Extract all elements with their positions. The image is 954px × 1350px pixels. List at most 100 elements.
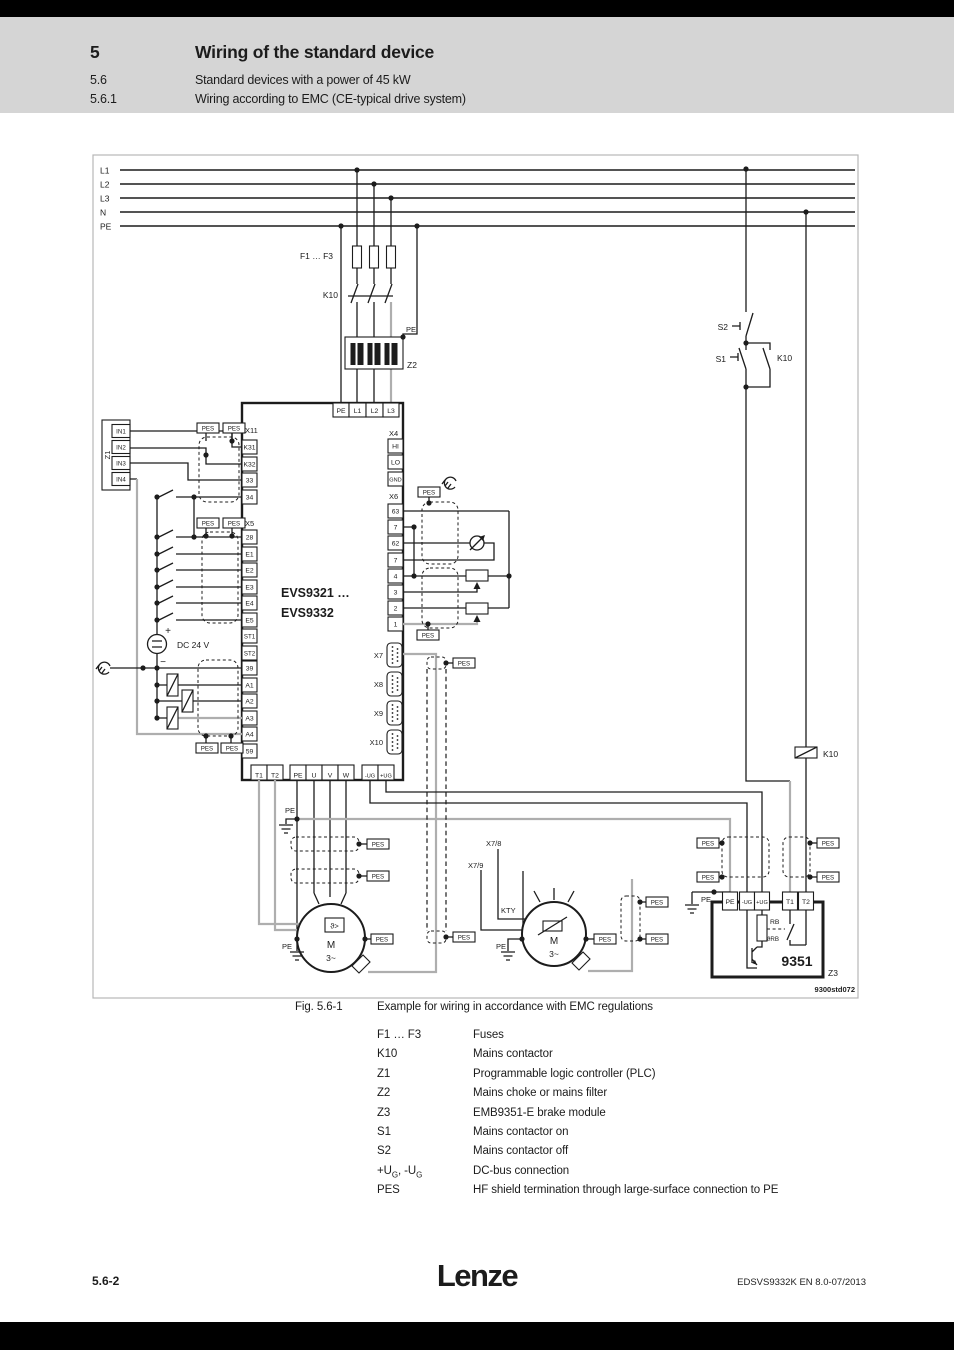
svg-text:PES: PES [822, 875, 834, 882]
plc-z1: Z1 IN1 IN2 IN3 IN4 [101, 419, 242, 736]
drive-type-line1: EVS9321 … [281, 586, 350, 600]
motor2-circuit: M 3~ X7/8 X7/9 KTY PE [468, 839, 634, 973]
subsection-title: Wiring according to EMC (CE-typical driv… [195, 92, 466, 106]
lbl-x6: X6 [389, 492, 398, 501]
lbl-x8: X8 [374, 680, 383, 689]
drawing-ref: 9300std072 [815, 985, 855, 994]
lbl-x79: X7/9 [468, 861, 483, 870]
pes-labels: PES PES PES PES PES PES PES PES PES PES … [195, 422, 840, 945]
lbl-u: U [312, 773, 317, 780]
lbl-in4: IN4 [116, 477, 126, 484]
k10-aux-label: K10 [777, 353, 792, 363]
dc-minus: − [160, 657, 166, 668]
choke-windings [350, 343, 398, 365]
lbl-w: W [343, 773, 350, 780]
contactor-label: K10 [323, 290, 338, 300]
shield-clamp-icon [95, 661, 111, 675]
z3-label: Z3 [828, 968, 838, 978]
lbl-in1: IN1 [116, 429, 126, 436]
lbl-thrb: ϑRB [767, 936, 779, 943]
section-number: 5.6 [90, 73, 107, 87]
motor1-circuit: ϑ> M 3~ PE PE [257, 652, 438, 974]
motor2-pe-label: PE [496, 942, 506, 951]
earth-icon [290, 951, 304, 961]
lbl-x4: X4 [389, 429, 398, 438]
earth-symbols [95, 476, 699, 961]
x9-connector-icon [386, 700, 403, 726]
lbl-l1: L1 [354, 408, 362, 415]
z1-label: Z1 [103, 451, 112, 460]
lbl-brake-pug: +UG [756, 900, 768, 906]
chapter-title: Wiring of the standard device [195, 42, 435, 62]
lbl-hi: HI [392, 444, 399, 451]
lbl-4: 4 [394, 574, 398, 581]
shield-clamp-icon [441, 476, 457, 490]
lbl-k31: K31 [243, 445, 255, 452]
lbl-theta1: ϑ> [330, 922, 339, 931]
bus-label-l3: L3 [100, 194, 110, 204]
lbl-a1: A1 [245, 683, 254, 690]
brake-pe-label: PE [701, 895, 711, 904]
svg-text:PES: PES [202, 426, 214, 433]
svg-text:PES: PES [202, 521, 214, 528]
motor1-3ph: 3~ [326, 953, 336, 963]
earth-icon [685, 904, 699, 914]
svg-text:PES: PES [422, 633, 434, 640]
lbl-7a: 7 [394, 525, 398, 532]
section-title: Standard devices with a power of 45 kW [195, 73, 411, 87]
lbl-brake-mug: -UG [742, 900, 752, 906]
pes-tag: PES [696, 837, 722, 849]
motor1-thermal-contact [324, 917, 345, 933]
drive-type-line2: EVS9332 [281, 606, 334, 620]
fuse-f3 [385, 245, 397, 269]
svg-text:PES: PES [702, 875, 714, 882]
left-terminal-column: X11 X5 K31 K32 33 34 28 E1 E2 E3 E4 E5 S… [241, 426, 258, 759]
motor2-3ph: 3~ [549, 949, 559, 959]
bus-label-l1: L1 [100, 166, 110, 176]
dc-label: DC 24 V [177, 640, 209, 650]
lbl-39: 39 [246, 666, 254, 673]
svg-text:PES: PES [423, 490, 435, 497]
dc-plus: + [165, 626, 171, 637]
lbl-a2: A2 [245, 699, 254, 706]
lbl-2: 2 [394, 606, 398, 613]
svg-text:PES: PES [228, 521, 240, 528]
control-24v-wiring: + − DC 24 V [110, 489, 242, 730]
document-code: EDSVS9332K EN 8.0-07/2013 [737, 1277, 866, 1288]
x7-connector-icon [386, 642, 403, 668]
pes-tag: PES [416, 629, 440, 641]
lbl-a3: A3 [245, 716, 254, 723]
lbl-rb: RB [770, 919, 780, 926]
svg-text:PES: PES [458, 935, 470, 942]
lbl-st1: ST1 [244, 634, 256, 641]
lbl-x78: X7/8 [486, 839, 501, 848]
brake-resistor-rb [756, 914, 768, 942]
lbl-e1: E1 [245, 552, 254, 559]
lbl-mug: -UG [365, 774, 375, 780]
lbl-28: 28 [246, 535, 254, 542]
svg-text:PES: PES [228, 426, 240, 433]
mains-feed: F1 … F3 K10 PE Z2 [300, 170, 418, 403]
motor1-encoder-plug [351, 954, 371, 974]
lenze-logo: Lenze [436, 1258, 519, 1293]
lbl-7b: 7 [394, 558, 398, 565]
earth-icon [279, 824, 293, 834]
setpoint-pot-2 [465, 602, 489, 615]
pe-and-dc-bus: PE [297, 780, 763, 904]
drive-block: EVS9321 … EVS9332 PE L1 L2 L3 X11 X5 K31… [240, 401, 405, 782]
z2-pe-label: PE [406, 325, 416, 334]
fuse-f2 [368, 245, 380, 269]
svg-text:PES: PES [458, 661, 470, 668]
lbl-3: 3 [394, 590, 398, 597]
bottom-black-bar [0, 1322, 954, 1350]
right-terminal-column: X4 HI LO GND X6 63 7 62 7 4 3 2 1 [387, 429, 404, 632]
